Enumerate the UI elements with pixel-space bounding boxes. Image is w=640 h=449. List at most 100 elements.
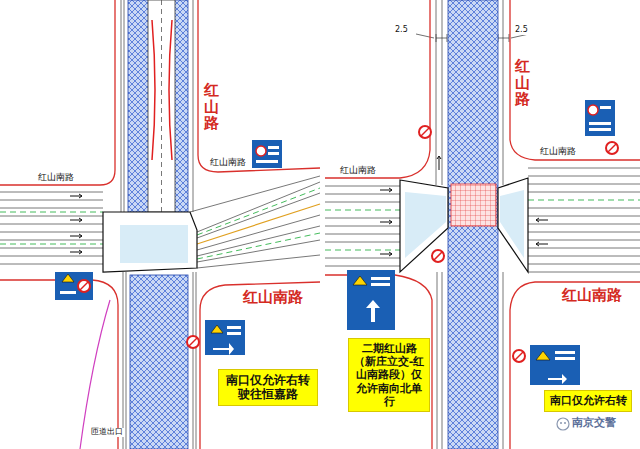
curb-line [510, 282, 640, 449]
no-entry-sign [515, 352, 523, 360]
traffic-sign [366, 300, 380, 322]
median [130, 275, 188, 449]
lane-lines [528, 168, 640, 272]
lane-lines [0, 0, 320, 449]
lane-lines [0, 192, 103, 264]
note-box: 南口仅允许右转 驶往恒嘉路 [218, 369, 318, 406]
lane-arrows [536, 218, 548, 246]
no-entry-sign [513, 350, 525, 362]
traffic-sign [205, 320, 245, 355]
traffic-sign [256, 146, 266, 156]
curb-line [510, 0, 640, 160]
traffic-sign [347, 270, 395, 330]
no-entry-sign [419, 126, 618, 362]
lane-lines [190, 176, 320, 268]
traffic-sign [78, 280, 90, 292]
intersection-area [405, 190, 524, 258]
intersection-box [103, 212, 197, 272]
red-guide-curve [152, 20, 172, 160]
road-name-small: 红山南路 [210, 158, 246, 168]
road-name: 红山南路 [562, 287, 622, 304]
traffic-sign [548, 374, 567, 384]
traffic-sign [55, 272, 93, 300]
traffic-sign [353, 276, 367, 285]
curb-line [325, 0, 640, 449]
road-name-small: 红山南路 [540, 147, 576, 157]
lane-arrows [437, 156, 441, 170]
crosswalk-grid [451, 184, 496, 226]
curb-line [198, 0, 320, 172]
traffic-sign [530, 345, 580, 385]
no-entry-sign [606, 142, 618, 154]
note-text: 南口仅允许右转 [549, 394, 627, 407]
traffic-sign [211, 325, 223, 333]
traffic-sign [371, 283, 390, 286]
note-box: 南口仅允许右转 [544, 390, 632, 412]
no-entry-sign [187, 336, 199, 348]
lane-arrows [380, 188, 392, 256]
traffic-sign [62, 274, 74, 282]
curb-line [200, 282, 320, 449]
traffic-sign [256, 160, 278, 163]
traffic-sign [227, 326, 241, 329]
note-text: 二期红山路（新庄立交-红山南路段）仅允许南向北单行 [353, 342, 425, 408]
traffic-sign [555, 357, 575, 360]
traffic-sign [227, 332, 241, 335]
note-text: 南口仅允许右转 驶往恒嘉路 [223, 373, 313, 402]
median [148, 0, 175, 212]
lane-lines [325, 186, 400, 266]
traffic-sign [252, 140, 282, 168]
watermark-icon [557, 418, 569, 430]
road-name: 红山南路 [243, 289, 303, 306]
traffic-sign [371, 277, 390, 280]
curb-line [325, 0, 430, 178]
no-entry-sign [432, 250, 444, 262]
traffic-sign [530, 345, 580, 385]
traffic-sign [80, 282, 88, 290]
note-box: 二期红山路（新庄立交-红山南路段）仅允许南向北单行 [348, 338, 430, 412]
no-entry-sign [419, 126, 431, 138]
road-name-small: 红山南路 [38, 173, 74, 183]
ramp-label: 匝道出口 [90, 428, 124, 437]
curb-line [0, 0, 115, 185]
no-entry-sign [189, 338, 197, 346]
curb-line [0, 280, 118, 449]
traffic-sign [585, 100, 615, 136]
lane-lines [325, 0, 640, 449]
lane-divider [161, 0, 162, 212]
traffic-sign [268, 146, 279, 149]
traffic-sign [589, 122, 611, 125]
watermark-icon [564, 422, 566, 424]
watermark-icon [557, 418, 569, 430]
median [128, 0, 188, 212]
road-name: 红山路 [204, 82, 219, 132]
traffic-sign [585, 100, 615, 136]
intersection-box [400, 178, 528, 272]
traffic-sign [347, 270, 395, 330]
ramp-line [80, 300, 110, 449]
road-name-small: 红山南路 [340, 166, 376, 176]
watermark: 南京交警 [572, 417, 616, 429]
lane-arrows [70, 194, 82, 254]
watermark-icon [560, 422, 562, 424]
no-entry-sign [434, 252, 442, 260]
traffic-sign [589, 128, 611, 131]
dimension: 2.5 [394, 26, 409, 35]
intersection-area [120, 225, 188, 263]
no-entry-sign [187, 336, 199, 348]
no-entry-sign [421, 128, 429, 136]
traffic-sign [555, 351, 575, 354]
dimension: 2.5 [514, 26, 529, 35]
yellow-centre-line [197, 204, 320, 244]
road-name: 红山路 [515, 58, 530, 108]
traffic-sign [60, 291, 76, 294]
traffic-sign [252, 140, 282, 168]
no-entry-sign [608, 144, 616, 152]
traffic-sign [205, 320, 245, 355]
traffic-sign [213, 343, 234, 355]
curb-line [0, 0, 320, 449]
traffic-sign [588, 105, 598, 115]
